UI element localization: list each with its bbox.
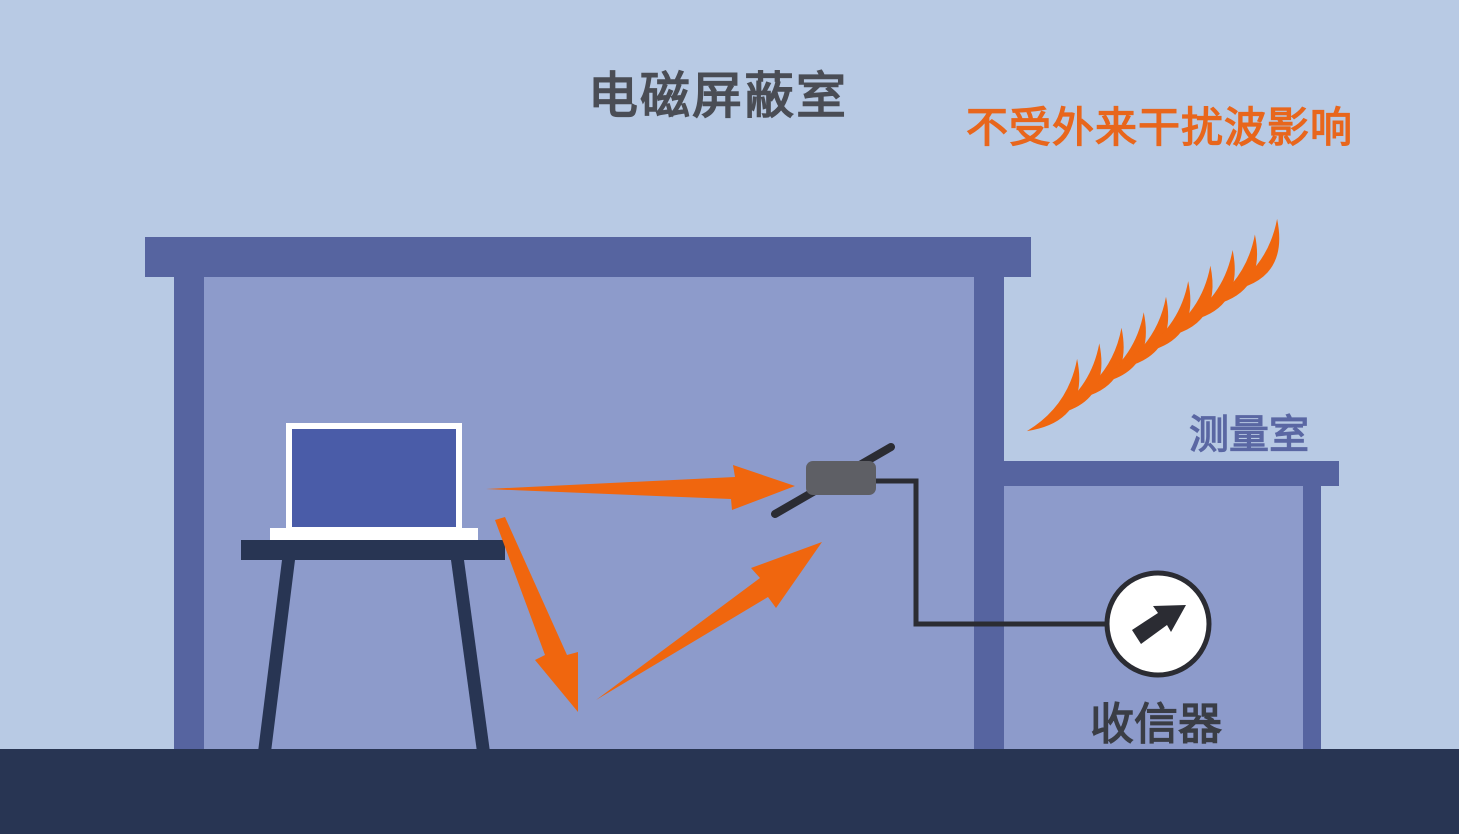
measurement-room-right-wall	[1303, 484, 1321, 752]
antenna-cable	[875, 478, 1108, 627]
wave-arc-icon	[1071, 327, 1124, 400]
shielded-room-right-wall	[974, 276, 1004, 752]
emission-arrows	[486, 465, 822, 712]
measurement-room-label: 测量室	[1189, 412, 1309, 458]
wave-arc-icon	[1160, 265, 1213, 338]
downward-arrow	[495, 517, 578, 712]
shielded-room-roof	[145, 237, 1031, 277]
laptop-screen	[286, 423, 462, 533]
floor	[0, 749, 1459, 834]
direct-arrow	[486, 465, 795, 510]
receiver-dial-icon	[1104, 570, 1212, 678]
laptop-base	[270, 528, 478, 540]
reflected-arrow	[596, 542, 822, 700]
diagram-title: 电磁屏蔽室	[588, 67, 848, 125]
table-left-leg	[258, 560, 295, 752]
wave-arc-icon	[1115, 296, 1169, 369]
table	[241, 540, 505, 752]
table-right-leg	[451, 560, 490, 752]
wave-arc-icon	[1204, 234, 1258, 307]
interference-note: 不受外来干扰波影响	[966, 103, 1354, 152]
shielded-room-left-wall	[174, 276, 204, 752]
wave-arc-icon	[1226, 218, 1280, 292]
table-top	[241, 540, 505, 560]
measurement-room-roof	[1003, 461, 1339, 486]
receiver-dial-arrow	[1132, 605, 1186, 644]
antenna-icon	[771, 443, 895, 518]
wave-arc-icon	[1182, 250, 1235, 323]
wave-arc-icon	[1026, 358, 1080, 432]
antenna-body	[806, 461, 876, 495]
interference-waves	[1026, 218, 1280, 432]
wave-arc-icon	[1093, 312, 1146, 385]
laptop-icon	[270, 423, 478, 540]
wave-arc-icon	[1049, 343, 1102, 416]
wave-arc-icon	[1138, 281, 1191, 354]
receiver-label: 收信器	[1090, 699, 1222, 750]
